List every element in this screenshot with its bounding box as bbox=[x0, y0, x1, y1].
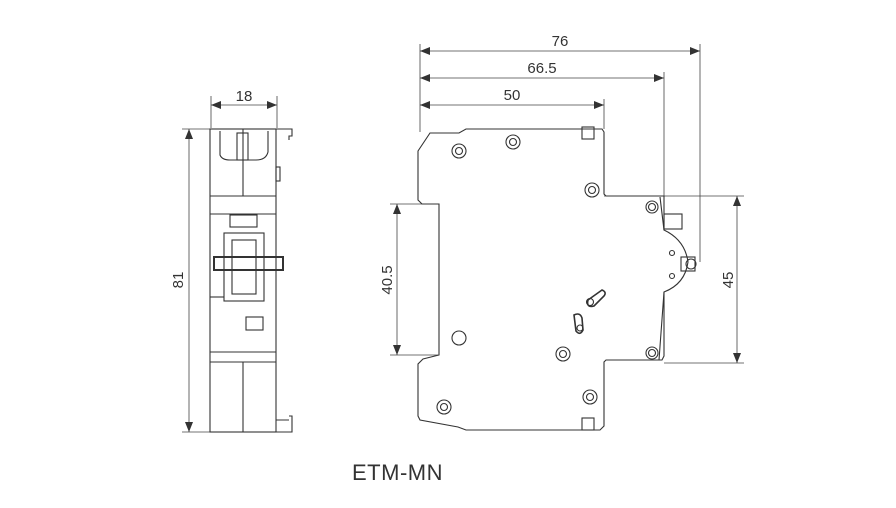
depth-mid-label: 66.5 bbox=[527, 60, 556, 77]
model-title: ETM-MN bbox=[352, 460, 443, 485]
indicator-window bbox=[245, 316, 264, 331]
rail-height-label: 40.5 bbox=[379, 265, 396, 294]
front-height-label: 45 bbox=[720, 272, 737, 289]
width-dimension-label: 18 bbox=[236, 88, 253, 105]
terminal-screw bbox=[680, 256, 696, 272]
breaker-side-outline bbox=[417, 128, 689, 431]
depth-total-label: 76 bbox=[552, 33, 569, 50]
front-view: 18 81 bbox=[170, 88, 293, 433]
mounting-holes bbox=[436, 134, 659, 415]
depth-body-label: 50 bbox=[504, 87, 521, 104]
side-view: 76 66.5 50 40.5 45 bbox=[379, 33, 744, 431]
height-dimension-label: 81 bbox=[170, 272, 187, 289]
toggle-lever bbox=[213, 256, 284, 271]
